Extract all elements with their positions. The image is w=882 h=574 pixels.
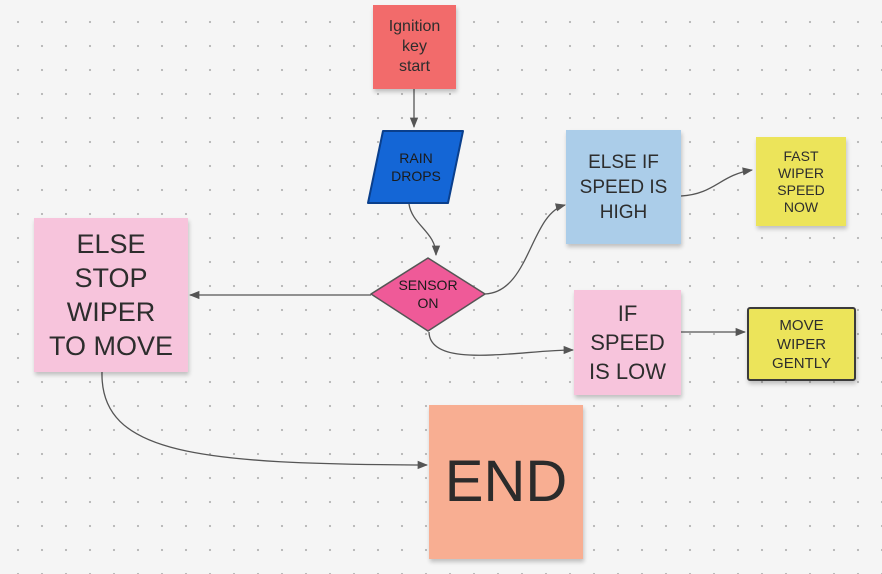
raindrops-label: RAIN DROPS [391, 150, 441, 184]
if-speed-low-note[interactable]: IF SPEED IS LOW [574, 290, 681, 395]
else-if-speed-high-label: ELSE IF SPEED IS HIGH [579, 151, 668, 223]
ignition-key-start-note[interactable]: Ignition key start [373, 5, 456, 89]
raindrops-text: RAIN DROPS [370, 131, 462, 203]
sensor-text: SENSOR ON [383, 272, 473, 316]
end-note[interactable]: END [429, 405, 583, 559]
fast-wiper-speed-note[interactable]: FAST WIPER SPEED NOW [756, 137, 846, 226]
move-wiper-gently-label: MOVE WIPER GENTLY [772, 316, 831, 372]
arrow-sensor-to-speed-low[interactable] [428, 331, 575, 356]
raindrops-parallelogram[interactable] [367, 130, 464, 204]
arrow-else-stop-to-end[interactable] [101, 371, 429, 470]
sensor-diamond[interactable] [370, 257, 486, 332]
end-label: END [444, 449, 568, 514]
arrow-raindrops-to-sensor[interactable] [408, 203, 441, 257]
else-stop-wiper-note[interactable]: ELSE STOP WIPER TO MOVE [34, 218, 188, 372]
arrow-speed-high-to-fast-wiper[interactable] [680, 167, 754, 197]
else-stop-wiper-label: ELSE STOP WIPER TO MOVE [48, 229, 174, 361]
sensor-label: SENSOR ON [398, 277, 458, 311]
ignition-label: Ignition key start [388, 18, 441, 75]
arrow-sensor-to-speed-high[interactable] [484, 203, 567, 295]
if-speed-low-label: IF SPEED IS LOW [588, 301, 666, 384]
fast-wiper-label: FAST WIPER SPEED NOW [777, 147, 825, 215]
else-if-speed-high-note[interactable]: ELSE IF SPEED IS HIGH [566, 130, 681, 244]
move-wiper-gently-note[interactable]: MOVE WIPER GENTLY [747, 307, 856, 381]
